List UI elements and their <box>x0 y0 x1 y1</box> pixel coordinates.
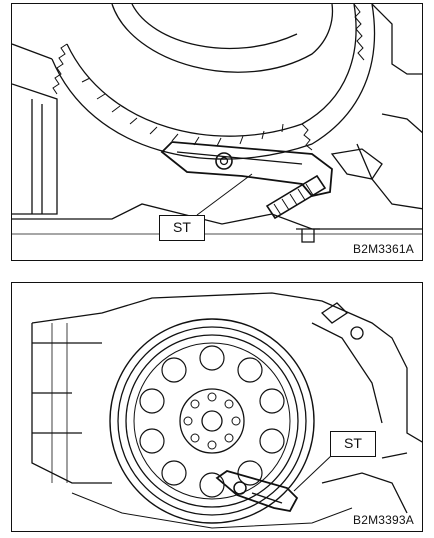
figure-1-panel: ST B2M3361A <box>11 3 423 261</box>
flywheel-stopper-illustration-1 <box>12 4 422 243</box>
special-tool-callout: ST <box>159 215 205 241</box>
flywheel-stopper-illustration-2 <box>31 292 422 529</box>
figure-2-panel: ST B2M3393A <box>11 282 423 532</box>
figure-code: B2M3393A <box>353 513 414 527</box>
figure-code: B2M3361A <box>353 242 414 256</box>
special-tool-callout: ST <box>330 431 376 457</box>
